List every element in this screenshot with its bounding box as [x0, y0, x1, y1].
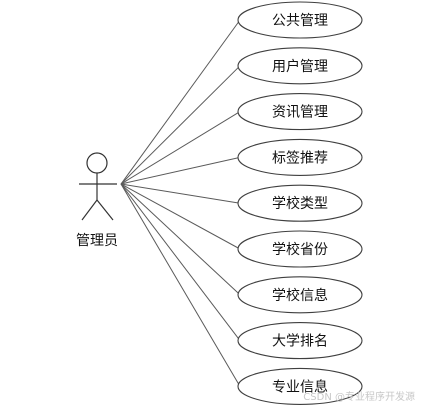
association-line: [120, 183, 241, 341]
use-case: 大学排名: [237, 322, 363, 360]
use-case-label: 专业信息: [272, 378, 328, 395]
association-line: [120, 183, 241, 250]
use-case: 学校信息: [237, 276, 363, 314]
use-case-label: 学校省份: [272, 241, 328, 258]
association-line: [120, 65, 241, 185]
use-case-label: 学校信息: [272, 287, 328, 304]
use-case-ellipse: [237, 367, 363, 405]
use-case-ellipse: [237, 1, 363, 39]
use-case-ellipse: [237, 276, 363, 314]
use-case: 专业信息: [237, 367, 363, 405]
watermark: CSDN @专业程序开发源: [303, 390, 415, 403]
use-case-ellipse: [237, 93, 363, 131]
association-line: [120, 156, 241, 185]
association-lines: [120, 19, 241, 387]
use-case-ellipse: [237, 230, 363, 268]
association-line: [120, 183, 241, 387]
use-case-ellipse: [237, 184, 363, 222]
use-case-label: 用户管理: [272, 58, 328, 75]
actor-right-leg: [96, 199, 114, 221]
association-line: [120, 111, 241, 185]
use-case: 标签推荐: [237, 138, 363, 176]
use-case-label: 资讯管理: [272, 105, 328, 121]
association-line: [120, 19, 241, 185]
use-case: 资讯管理: [237, 93, 363, 131]
use-case: 学校省份: [237, 230, 363, 268]
actor-head: [86, 152, 108, 174]
use-case: 公共管理: [237, 1, 363, 39]
use-case-label: 学校类型: [272, 195, 328, 212]
use-case-label: 标签推荐: [272, 149, 328, 166]
use-case-label: 大学排名: [272, 334, 328, 350]
use-case: 学校类型: [237, 184, 363, 222]
use-case-label: 公共管理: [272, 13, 328, 29]
use-case-ellipse: [237, 322, 363, 360]
use-case-ellipse: [237, 138, 363, 176]
use-case: 用户管理: [237, 47, 363, 85]
use-case-ellipse: [237, 47, 363, 85]
association-line: [120, 183, 241, 204]
actor-left-leg: [81, 199, 98, 221]
actor-figure: 管理员: [76, 152, 118, 249]
actor-label: 管理员: [76, 233, 118, 249]
association-line: [120, 183, 241, 296]
